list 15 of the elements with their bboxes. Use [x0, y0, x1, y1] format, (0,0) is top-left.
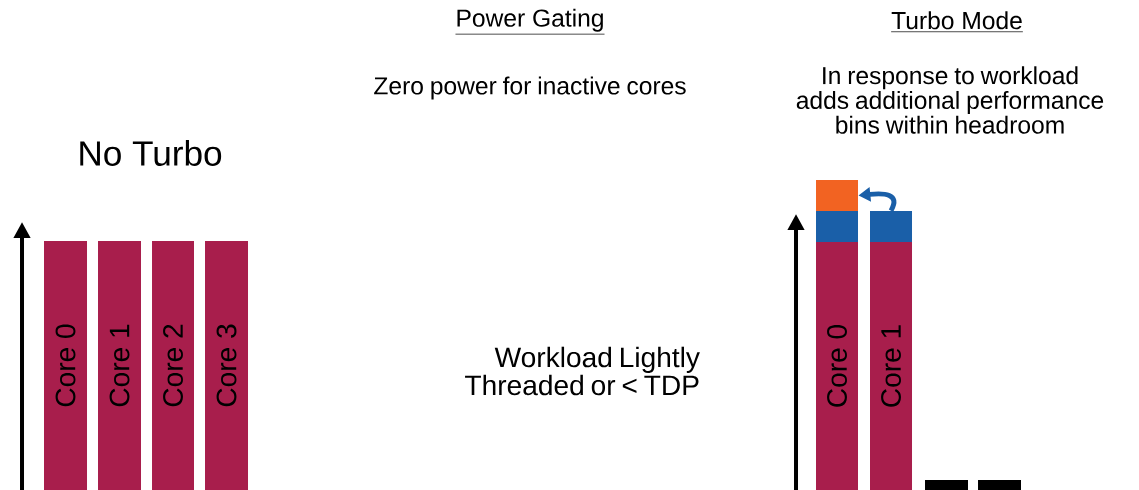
core-bar: Core 1	[98, 241, 141, 490]
core-bar: Core 1	[870, 242, 912, 490]
description-text: Zero power for inactive cores	[374, 76, 686, 100]
core-bar: Core 0	[44, 241, 87, 490]
headroom-block	[870, 211, 912, 242]
condition-text: Workload Lightly Threaded or < TDP	[465, 346, 700, 396]
chart-title: No Turbo	[80, 140, 222, 166]
core-bar: Core 0	[816, 242, 858, 490]
turbo-bin-block	[816, 180, 858, 211]
headroom-block	[816, 211, 858, 242]
section-heading: Power Gating	[455, 8, 605, 35]
description-text: In response to workload adds additional performance bins within headroom	[796, 66, 1104, 134]
section-heading: Turbo Mode	[890, 11, 1024, 33]
core-bar: Core 3	[205, 241, 248, 490]
core-bar: Core 2	[152, 241, 194, 490]
